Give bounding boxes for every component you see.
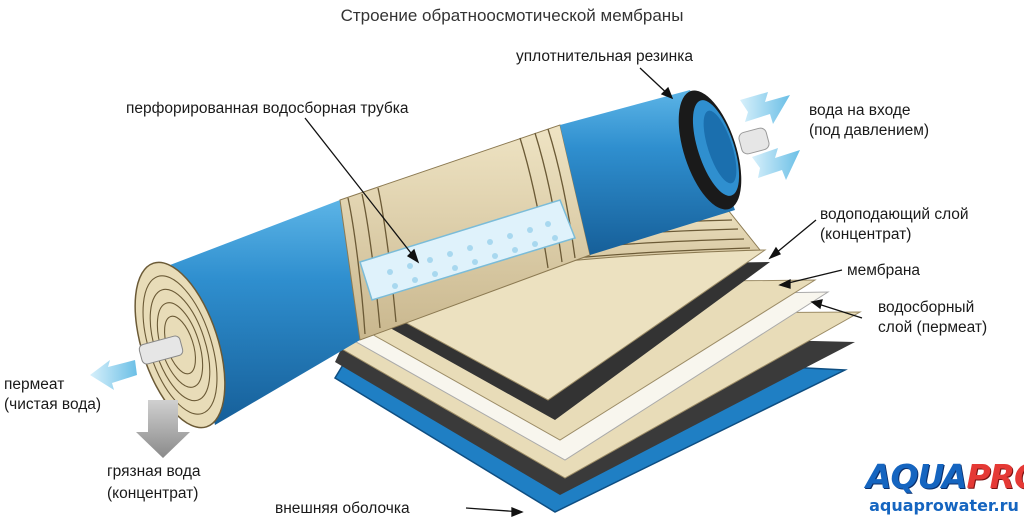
- label-permeate-line1: пермеат: [4, 376, 65, 393]
- unrolled-layers: [333, 249, 862, 513]
- label-collect-line1: водосборный: [878, 299, 975, 316]
- label-shell: внешняя оболочка: [275, 500, 410, 517]
- label-dirty-line2: (концентрат): [107, 485, 199, 502]
- label-feed-line2: (концентрат): [820, 226, 912, 243]
- label-inlet-line1: вода на входе: [809, 102, 911, 119]
- label-inlet-line2: (под давлением): [809, 122, 930, 139]
- inlet-arrow-2-icon: [752, 148, 800, 180]
- concentrate-arrow-icon: [136, 400, 190, 458]
- label-feed-line1: водоподающий слой: [820, 206, 969, 223]
- flow-arrows: [90, 92, 800, 458]
- logo-site-url: aquaprowater.ru: [869, 496, 1019, 515]
- inlet-arrow-icon: [740, 92, 790, 124]
- inlet-pipe: [738, 127, 770, 155]
- permeate-arrow-icon: [90, 360, 137, 390]
- label-seal: уплотнительная резинка: [516, 48, 693, 65]
- aquapro-logo: AQUAPRO aquaprowater.ru: [866, 457, 1024, 520]
- label-membrane: мембрана: [847, 262, 921, 279]
- diagram-title: Строение обратноосмотической мембраны: [340, 6, 684, 25]
- permeate-nozzle: [138, 335, 184, 365]
- label-tube: перфорированная водосборная трубка: [126, 100, 409, 117]
- label-collect-line2: слой (пермеат): [878, 319, 988, 336]
- perforated-tube: [359, 199, 576, 301]
- leader-lines: [304, 67, 863, 517]
- label-dirty-line1: грязная вода: [107, 463, 201, 480]
- logo-brand-aqua: AQUA: [866, 457, 967, 496]
- logo-brand: AQUAPRO: [866, 457, 1024, 496]
- logo-brand-pro: PRO: [966, 457, 1024, 496]
- label-permeate-line2: (чистая вода): [4, 396, 102, 413]
- membrane-cylinder: [134, 90, 770, 429]
